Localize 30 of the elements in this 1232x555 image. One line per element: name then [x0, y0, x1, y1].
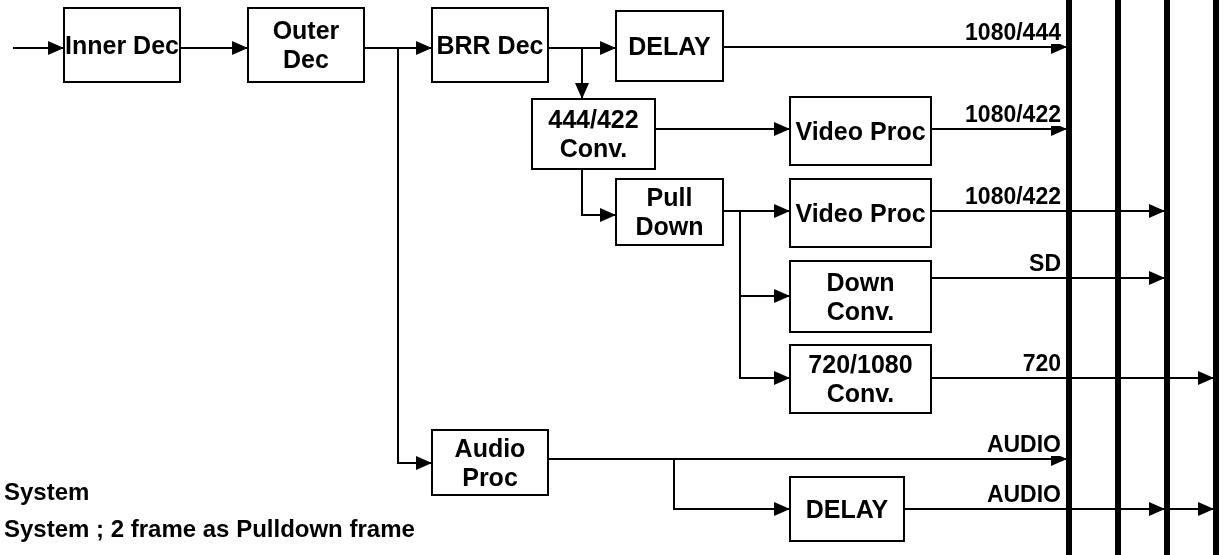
bus-bar: [1213, 0, 1219, 555]
process-box: DELAY: [789, 476, 905, 542]
process-box: Video Proc: [789, 178, 932, 248]
arrow: [12, 41, 64, 55]
edge-label: 1080/444: [964, 21, 1062, 44]
arrow: [931, 271, 1165, 285]
process-box: Video Proc: [789, 96, 932, 166]
note-text: System: [4, 478, 90, 507]
bus-bar: [1066, 0, 1072, 555]
arrow: [180, 41, 248, 55]
process-box: 444/422 Conv.: [531, 98, 656, 170]
process-box: Inner Dec: [63, 7, 181, 83]
bus-bar: [1115, 0, 1121, 555]
process-box: Pull Down: [615, 178, 724, 246]
process-box: Outer Dec: [247, 7, 365, 83]
process-box: Down Conv.: [789, 260, 932, 333]
arrow: [548, 47, 589, 99]
arrow: [655, 122, 790, 136]
arrow: [723, 210, 790, 385]
process-box: DELAY: [615, 10, 724, 82]
note-text: System ; 2 frame as Pulldown frame: [4, 515, 415, 544]
process-box: Audio Proc: [431, 429, 549, 496]
bus-bar: [1164, 0, 1170, 555]
process-box: 720/1080 Conv.: [789, 344, 932, 414]
arrow: [581, 169, 616, 222]
arrow: [931, 371, 1214, 385]
edge-label: 1080/422: [964, 103, 1062, 126]
arrow: [931, 204, 1165, 218]
process-box: BRR Dec: [431, 7, 549, 83]
edge-label: AUDIO: [985, 433, 1062, 456]
